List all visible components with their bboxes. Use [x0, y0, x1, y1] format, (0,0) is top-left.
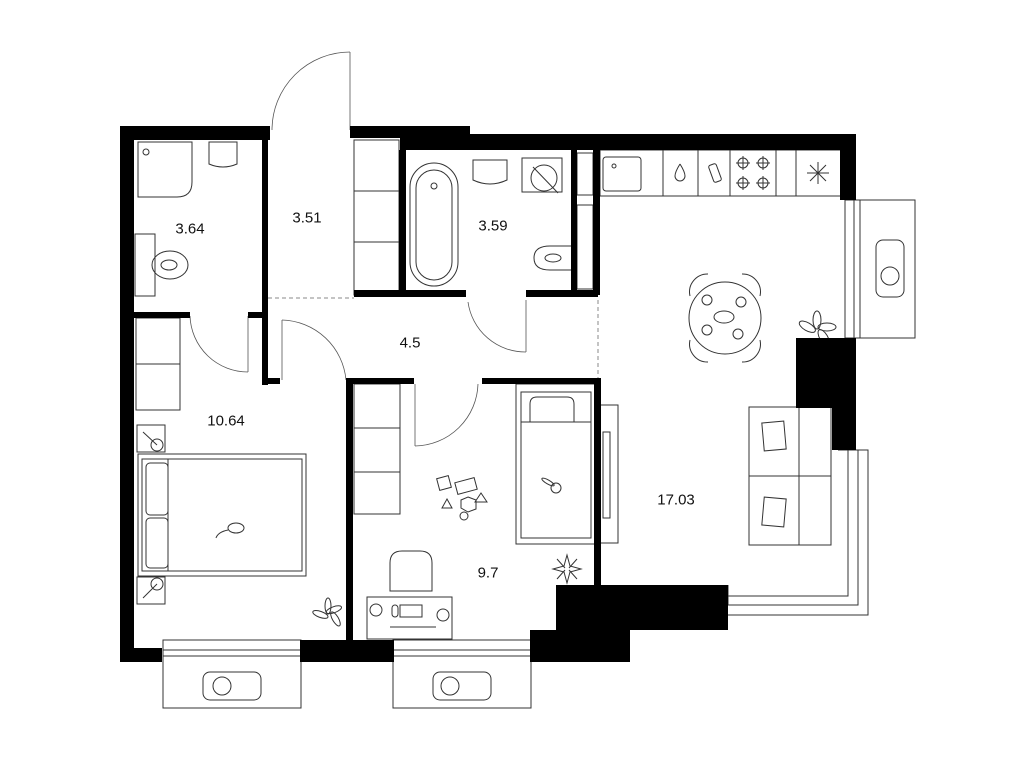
room-area-kitchen-living: 17.03	[657, 491, 695, 509]
dining-table	[688, 273, 762, 363]
bathroom-door-swing	[467, 301, 527, 353]
desk	[366, 596, 453, 640]
wall	[526, 290, 598, 297]
bed-pillow	[529, 396, 575, 422]
wall	[134, 312, 190, 318]
fan-icon	[880, 266, 900, 286]
tv	[602, 431, 611, 519]
room-area-bathroom-2: 3.59	[478, 217, 508, 235]
cushion-2	[761, 496, 787, 528]
wall	[120, 648, 162, 662]
hall-wardrobe	[353, 139, 400, 296]
laptop	[399, 604, 423, 618]
mug	[369, 603, 383, 617]
bathroom1-door-swing	[189, 315, 249, 373]
cooktop-icon	[736, 156, 770, 190]
wall	[571, 150, 577, 295]
wall	[556, 585, 728, 630]
bedroom-door-swing	[281, 319, 347, 381]
single-bed	[515, 383, 596, 545]
desk-lamp	[436, 608, 450, 622]
wall	[482, 378, 600, 384]
kidsroom-door-swing	[414, 383, 479, 447]
wall	[262, 378, 280, 384]
wall	[593, 150, 600, 295]
wall	[796, 338, 856, 408]
bedroom-balcony	[162, 639, 302, 709]
room-area-corridor: 4.5	[399, 334, 421, 352]
fan-icon	[212, 676, 232, 696]
toilet-2	[533, 245, 573, 271]
wall	[832, 400, 856, 450]
wall	[346, 378, 353, 640]
toy-blocks	[436, 475, 488, 521]
shower-tray	[137, 141, 193, 198]
wall	[594, 378, 601, 588]
freezer-icon	[807, 162, 829, 184]
pillow-2	[145, 517, 169, 569]
wall	[262, 140, 268, 385]
wall	[120, 126, 270, 140]
fan-icon	[440, 676, 460, 696]
kids-balcony	[392, 639, 532, 709]
room-area-bedroom: 10.64	[207, 412, 245, 430]
desk-chair	[389, 550, 433, 592]
wall	[346, 378, 414, 384]
room-area-bathroom-1: 3.64	[175, 220, 205, 238]
toy-mouse	[227, 522, 245, 534]
double-bed	[137, 453, 307, 577]
wall	[840, 134, 856, 200]
wall	[399, 150, 406, 295]
room-area-kids-room: 9.7	[477, 564, 499, 582]
cushion-1	[761, 420, 787, 452]
room-area-entrance-hall: 3.51	[292, 209, 322, 227]
balcony-fan-box	[202, 671, 262, 701]
washbasin-2	[472, 159, 508, 185]
boiler	[530, 164, 558, 192]
kids-wardrobe	[353, 383, 401, 515]
entrance-door-swing	[271, 51, 351, 131]
loggia	[727, 449, 859, 606]
nightstand-top	[136, 424, 166, 453]
kitchen-balcony	[844, 199, 916, 339]
nightstand-bottom	[136, 576, 166, 605]
wall	[400, 134, 840, 150]
dishwasher-icon	[674, 163, 686, 182]
kitchen-sink	[602, 156, 642, 192]
wall	[120, 126, 134, 662]
wall	[300, 640, 394, 662]
plush-bunny	[541, 477, 562, 494]
wall	[530, 630, 630, 662]
wall	[354, 290, 466, 297]
oven-icon	[708, 163, 722, 183]
washbasin-1	[208, 141, 238, 168]
bathtub	[409, 162, 459, 287]
boiler-box	[521, 157, 563, 193]
pillow-1	[145, 462, 169, 516]
wall	[248, 312, 262, 318]
toilet-1	[151, 250, 189, 280]
plant-kids	[551, 553, 583, 585]
plant-bedroom	[312, 597, 342, 627]
